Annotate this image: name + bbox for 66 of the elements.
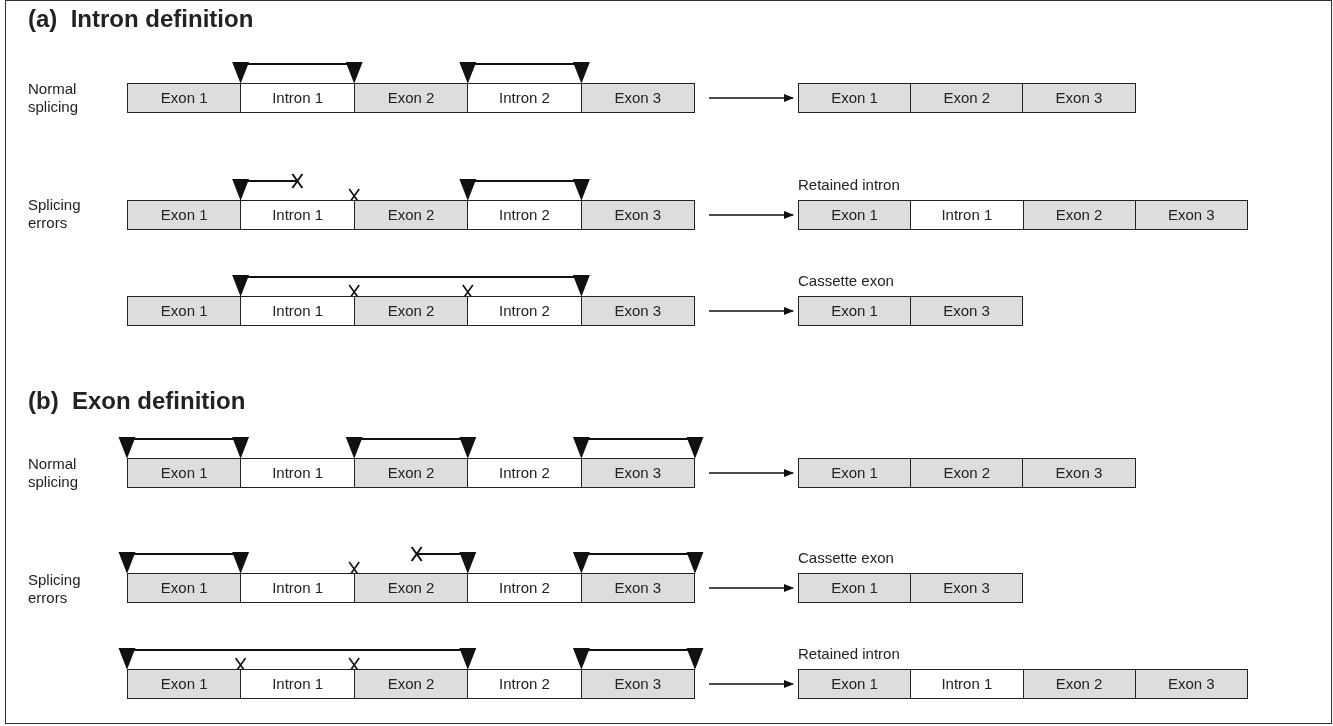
intron-segment: Intron 1: [240, 297, 354, 325]
exon-segment: Exon 1: [799, 84, 911, 112]
exon-segment: Exon 1: [128, 201, 241, 229]
transcript-bar: [798, 573, 1023, 603]
exon-segment: Exon 2: [353, 670, 468, 698]
exon-segment: Exon 1: [128, 574, 241, 602]
panel-title: (b) Exon definition: [28, 386, 246, 416]
arrow: [708, 584, 794, 592]
annotation-label: Retained intron: [798, 176, 900, 194]
exon-segment: Exon 1: [128, 297, 241, 325]
exon-segment: Exon 3: [580, 459, 695, 487]
intron-segment: Intron 1: [240, 574, 354, 602]
annotation-label: Cassette exon: [798, 272, 894, 290]
row-label: Normal splicing: [28, 455, 80, 491]
exon-segment: Exon 1: [128, 459, 241, 487]
exon-segment: Exon 2: [353, 201, 468, 229]
transcript-bar: [798, 458, 1136, 488]
arrow: [708, 211, 794, 219]
transcript-bar: [127, 83, 695, 113]
panel-title: (a) Intron definition: [28, 4, 254, 34]
exon-segment: Exon 3: [580, 670, 695, 698]
exon-segment: Exon 2: [910, 84, 1023, 112]
exon-segment: Exon 1: [799, 574, 910, 602]
exon-segment: Exon 1: [128, 670, 241, 698]
intron-segment: Intron 1: [240, 670, 354, 698]
exon-segment: Exon 1: [799, 459, 911, 487]
exon-segment: Exon 2: [1022, 201, 1135, 229]
transcript-bar: [798, 83, 1136, 113]
arrow: [708, 94, 794, 102]
exon-segment: Exon 3: [1134, 201, 1247, 229]
exon-segment: Exon 3: [580, 297, 695, 325]
arrow: [708, 680, 794, 688]
row-label: Splicing errors: [28, 571, 82, 607]
exon-segment: Exon 3: [580, 84, 695, 112]
exon-segment: Exon 3: [910, 574, 1022, 602]
arrow: [708, 469, 794, 477]
exon-segment: Exon 2: [1022, 670, 1135, 698]
exon-segment: Exon 1: [799, 201, 911, 229]
annotation-label: Retained intron: [798, 645, 900, 663]
exon-segment: Exon 2: [353, 459, 468, 487]
exon-segment: Exon 2: [353, 297, 468, 325]
arrow: [708, 307, 794, 315]
annotation-label: Cassette exon: [798, 549, 894, 567]
exon-segment: Exon 3: [580, 574, 695, 602]
exon-segment: Exon 2: [353, 574, 468, 602]
exon-segment: Exon 3: [1022, 459, 1135, 487]
exon-segment: Exon 1: [799, 297, 910, 325]
exon-segment: Exon 1: [128, 84, 241, 112]
transcript-bar: [127, 573, 695, 603]
row-label: Normal splicing: [28, 80, 80, 116]
exon-segment: Exon 3: [1134, 670, 1247, 698]
row-label: Splicing errors: [28, 196, 82, 232]
exon-segment: Exon 3: [910, 297, 1022, 325]
exon-segment: Exon 3: [1022, 84, 1135, 112]
intron-segment: Intron 1: [240, 201, 354, 229]
transcript-bar: [798, 669, 1248, 699]
transcript-bar: [127, 669, 695, 699]
exon-segment: Exon 2: [353, 84, 468, 112]
transcript-bar: [798, 200, 1248, 230]
exon-segment: Exon 1: [799, 670, 911, 698]
transcript-bar: [127, 296, 695, 326]
transcript-bar: [127, 458, 695, 488]
exon-segment: Exon 3: [580, 201, 695, 229]
transcript-bar: [127, 200, 695, 230]
exon-segment: Exon 2: [910, 459, 1023, 487]
transcript-bar: [798, 296, 1023, 326]
